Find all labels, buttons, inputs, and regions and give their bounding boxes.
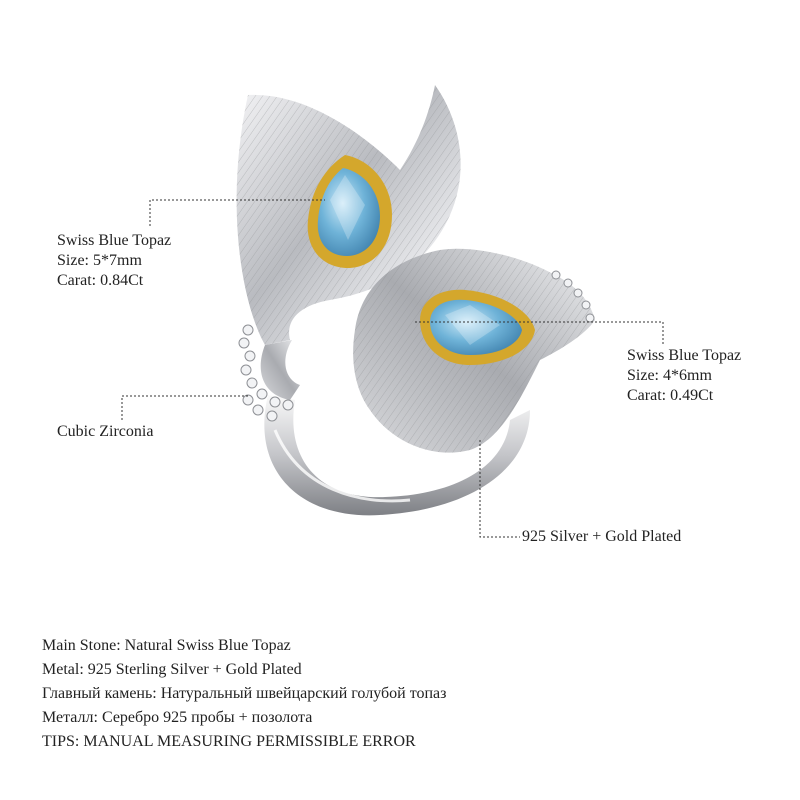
accent-stone-label: Cubic Zirconia — [57, 423, 154, 440]
small-stone-name: Swiss Blue Topaz — [627, 347, 742, 364]
callout-leaders — [121, 199, 664, 538]
large-stone-name: Swiss Blue Topaz — [57, 232, 172, 249]
spec-main-stone-ru: Главный камень: Натуральный швейцарский … — [42, 685, 447, 702]
small-stone-carat: Carat: 0.49Ct — [627, 387, 714, 404]
small-stone-size: Size: 4*6mm — [627, 367, 712, 384]
metal-callout: 925 Silver + Gold Plated — [522, 527, 681, 547]
large-stone-carat: Carat: 0.84Ct — [57, 272, 144, 289]
spec-metal: Metal: 925 Sterling Silver + Gold Plated — [42, 661, 302, 678]
cubic-zirconia-stones — [238, 324, 294, 422]
large-stone-callout: Swiss Blue Topaz Size: 5*7mm Carat: 0.84… — [57, 231, 171, 291]
spec-main-stone: Main Stone: Natural Swiss Blue Topaz — [42, 637, 291, 654]
ring-band — [264, 395, 530, 516]
spec-metal-ru: Металл: Серебро 925 пробы + позолота — [42, 709, 313, 726]
metal-label: 925 Silver + Gold Plated — [522, 528, 682, 545]
ring-illustration — [121, 85, 664, 538]
small-topaz — [420, 289, 535, 365]
spec-tips: TIPS: MANUAL MEASURING PERMISSIBLE ERROR — [42, 733, 416, 750]
accent-stone-callout: Cubic Zirconia — [57, 422, 153, 442]
spec-list: Main Stone: Natural Swiss Blue Topaz Met… — [42, 634, 762, 754]
large-stone-size: Size: 5*7mm — [57, 252, 142, 269]
small-stone-callout: Swiss Blue Topaz Size: 4*6mm Carat: 0.49… — [627, 346, 741, 406]
large-topaz — [307, 155, 392, 268]
